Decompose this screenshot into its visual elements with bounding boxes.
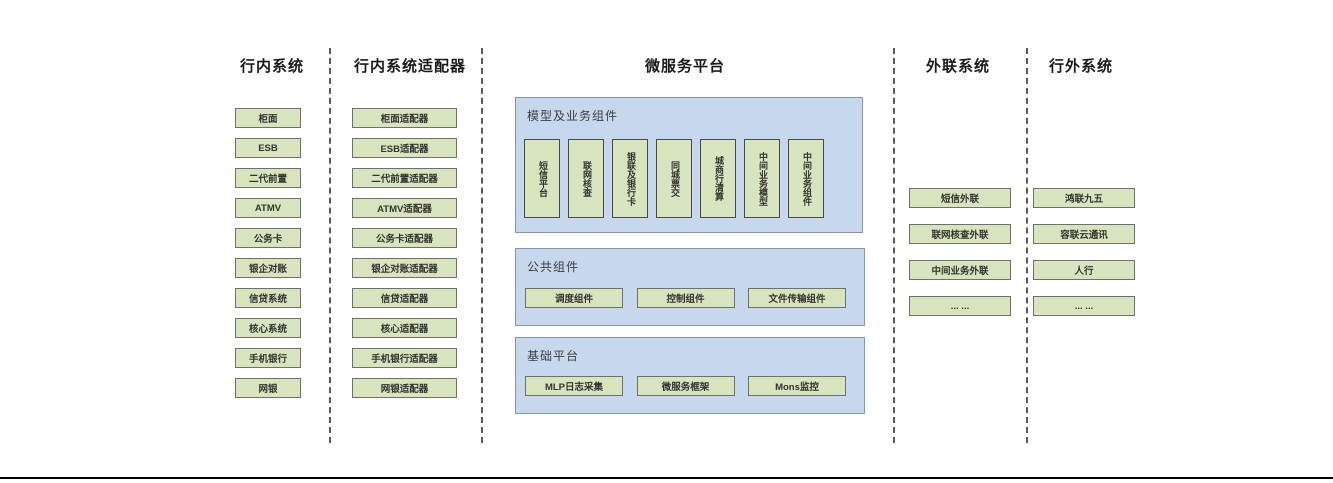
system-box: 联网核查外联	[909, 224, 1011, 244]
component-box: Mons监控	[748, 376, 846, 396]
system-box: ... ...	[909, 296, 1011, 316]
column-header-internal-adapters: 行内系统适配器	[353, 58, 467, 75]
panel-label: 基础平台	[527, 349, 580, 363]
internal-systems-column: 柜面 ESB 二代前置 ATMV 公务卡 银企对账 信贷系统 核心系统 手机银行…	[235, 108, 301, 398]
column-header-microservice-platform: 微服务平台	[644, 58, 726, 75]
bottom-rule	[0, 477, 1333, 479]
system-box: ... ...	[1033, 296, 1135, 316]
base-platform-row: MLP日志采集 微服务框架 Mons监控	[525, 376, 846, 396]
column-separator	[481, 48, 483, 443]
system-box: 容联云通讯	[1033, 224, 1135, 244]
system-box: 核心系统	[235, 318, 301, 338]
adapter-box: ESB适配器	[352, 138, 457, 158]
adapter-box: 银企对账适配器	[352, 258, 457, 278]
panel-label: 公共组件	[527, 260, 580, 274]
adapter-box: 柜面适配器	[352, 108, 457, 128]
system-box: 中间业务外联	[909, 260, 1011, 280]
system-box: 短信外联	[909, 188, 1011, 208]
internal-adapters-column: 柜面适配器 ESB适配器 二代前置适配器 ATMV适配器 公务卡适配器 银企对账…	[352, 108, 457, 398]
panel-label: 模型及业务组件	[527, 109, 619, 123]
adapter-box: 信贷适配器	[352, 288, 457, 308]
model-components-row: 短信平台 联网核查 银联及银行卡 同城票交 城商行清算 中间业务模型 中间业务组…	[524, 139, 824, 218]
component-box: 城商行清算	[700, 139, 736, 218]
component-box: 同城票交	[656, 139, 692, 218]
system-box: 公务卡	[235, 228, 301, 248]
adapter-box: 手机银行适配器	[352, 348, 457, 368]
column-separator	[893, 48, 895, 443]
column-separator	[329, 48, 331, 443]
panel-base-platform: 基础平台 MLP日志采集 微服务框架 Mons监控	[515, 337, 865, 414]
system-box: 网银	[235, 378, 301, 398]
system-box: ATMV	[235, 198, 301, 218]
system-box: ESB	[235, 138, 301, 158]
column-header-internal-systems: 行内系统	[239, 58, 305, 75]
system-box: 手机银行	[235, 348, 301, 368]
column-header-external-systems: 行外系统	[1048, 58, 1114, 75]
component-box: 银联及银行卡	[612, 139, 648, 218]
component-box: 联网核查	[568, 139, 604, 218]
common-components-row: 调度组件 控制组件 文件传输组件	[525, 288, 846, 308]
system-box: 鸿联九五	[1033, 188, 1135, 208]
system-box: 二代前置	[235, 168, 301, 188]
outreach-systems-column: 短信外联 联网核查外联 中间业务外联 ... ...	[909, 188, 1011, 316]
component-box: 短信平台	[524, 139, 560, 218]
adapter-box: 公务卡适配器	[352, 228, 457, 248]
panel-common-components: 公共组件 调度组件 控制组件 文件传输组件	[515, 248, 865, 326]
adapter-box: 二代前置适配器	[352, 168, 457, 188]
system-box: 银企对账	[235, 258, 301, 278]
system-box: 信贷系统	[235, 288, 301, 308]
adapter-box: 核心适配器	[352, 318, 457, 338]
panel-model-business-components: 模型及业务组件 短信平台 联网核查 银联及银行卡 同城票交 城商行清算 中间业务…	[515, 97, 863, 233]
adapter-box: ATMV适配器	[352, 198, 457, 218]
column-separator	[1026, 48, 1028, 443]
column-header-outreach-systems: 外联系统	[925, 58, 991, 75]
system-box: 人行	[1033, 260, 1135, 280]
component-box: MLP日志采集	[525, 376, 623, 396]
component-box: 文件传输组件	[748, 288, 846, 308]
component-box: 调度组件	[525, 288, 623, 308]
system-box: 柜面	[235, 108, 301, 128]
component-box: 控制组件	[636, 288, 735, 308]
component-box: 中间业务模型	[744, 139, 780, 218]
component-box: 微服务框架	[636, 376, 735, 396]
component-box: 中间业务组件	[788, 139, 824, 218]
external-systems-column: 鸿联九五 容联云通讯 人行 ... ...	[1033, 188, 1135, 316]
adapter-box: 网银适配器	[352, 378, 457, 398]
